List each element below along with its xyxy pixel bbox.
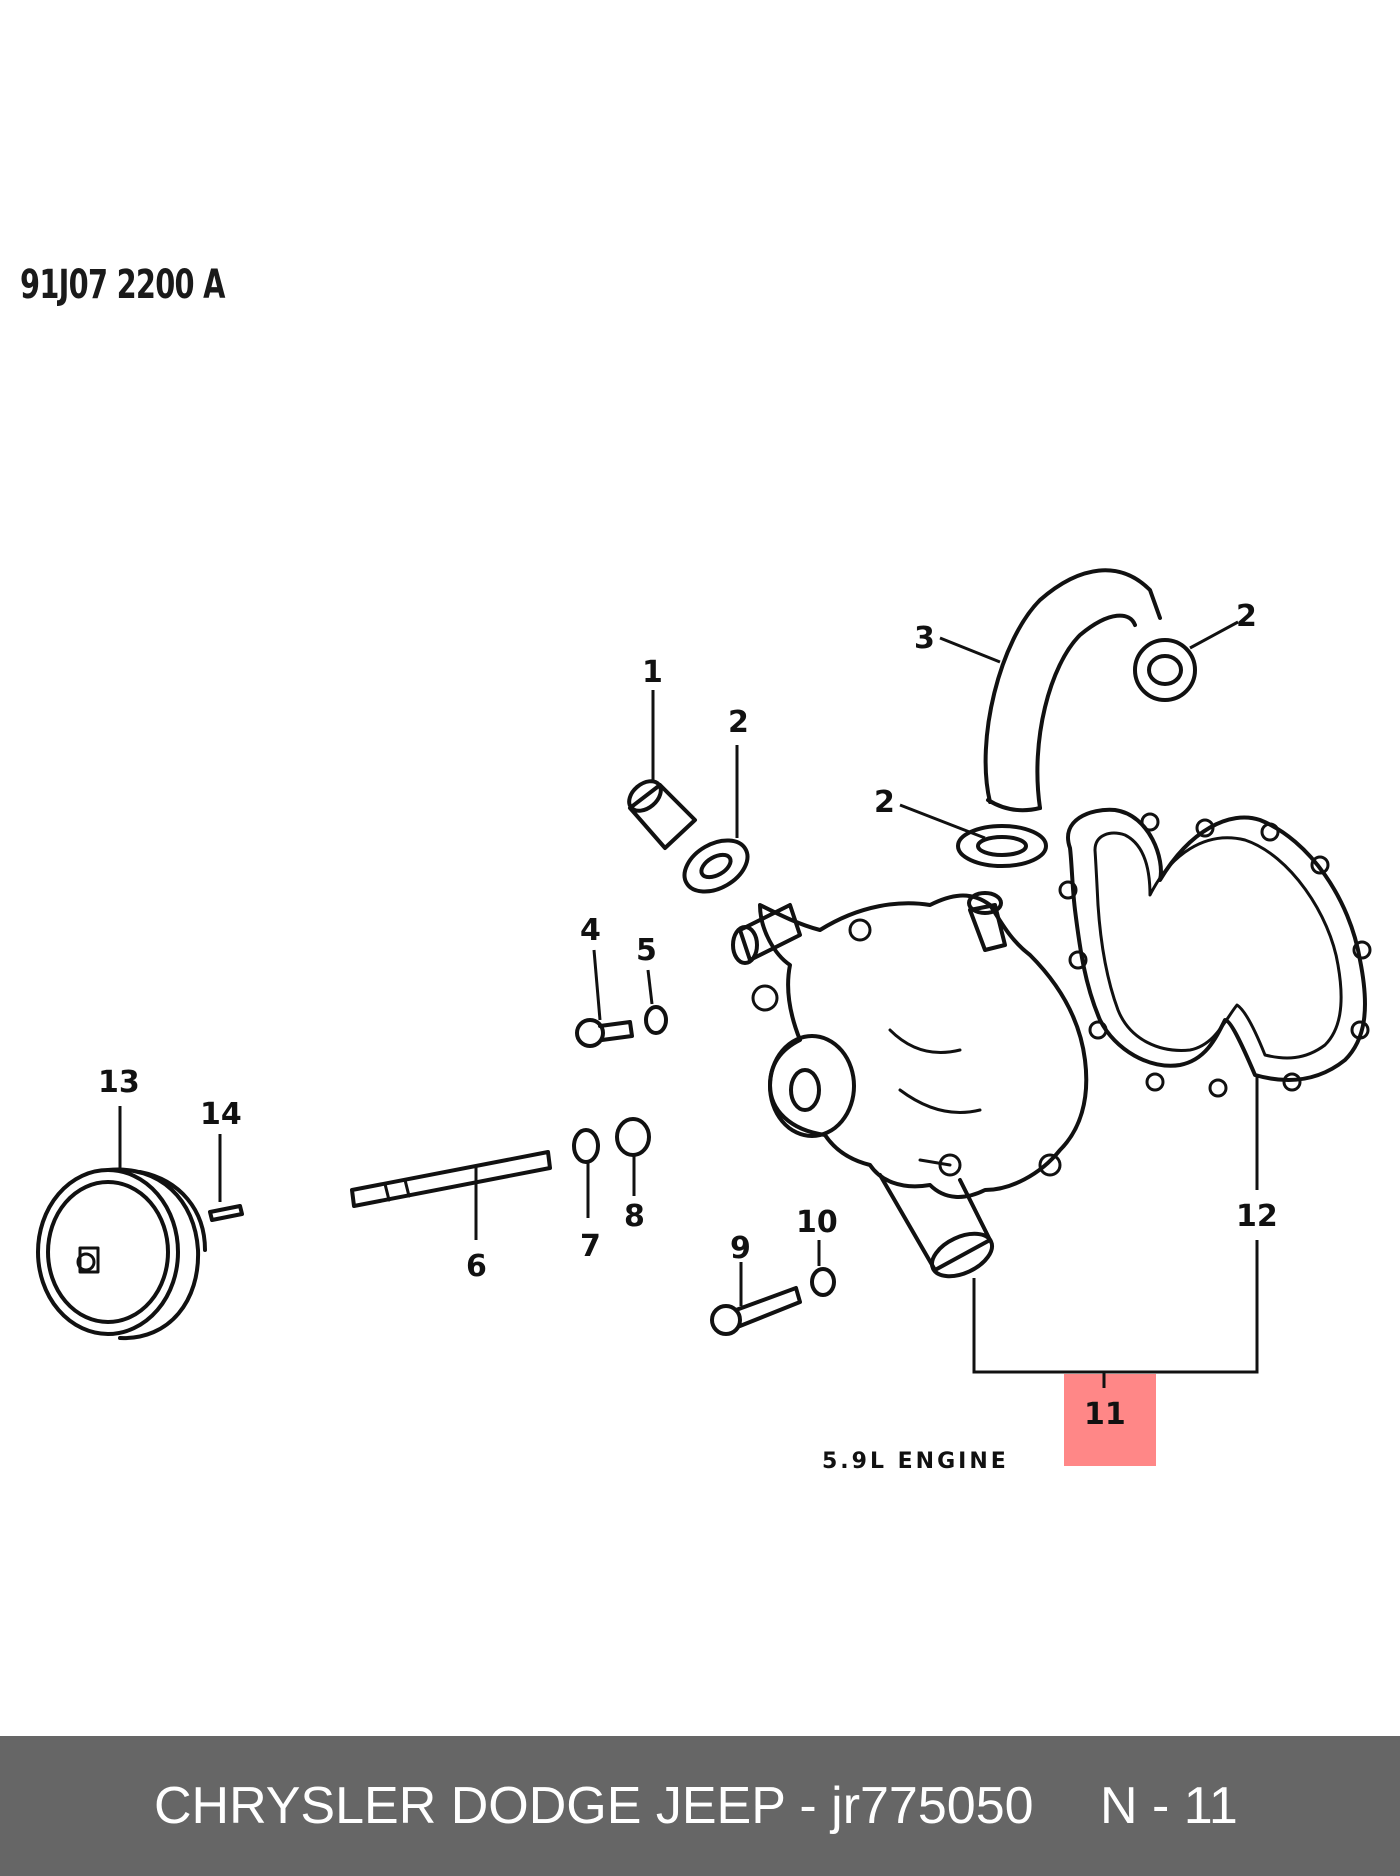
gasket-part-12 <box>1058 807 1372 1098</box>
footer-part-title: CHRYSLER DODGE JEEP - jr775050 <box>154 1777 1034 1835</box>
clamp-part-2-middle <box>956 824 1048 868</box>
washer-part-5 <box>644 1005 668 1035</box>
callout-14: 14 <box>200 1097 242 1132</box>
water-pump-part-11 <box>731 891 1089 1279</box>
callout-12: 12 <box>1236 1199 1278 1234</box>
washer-part-10 <box>810 1267 836 1297</box>
footer-callout-ref: N - 11 <box>1100 1777 1238 1835</box>
callout-9: 9 <box>730 1231 751 1266</box>
callout-5: 5 <box>636 933 657 968</box>
stud-part-6 <box>350 1150 552 1208</box>
clamp-part-2-left <box>682 838 750 894</box>
pin-part-14 <box>208 1204 244 1222</box>
callout-10: 10 <box>796 1205 838 1240</box>
callout-2-middle: 2 <box>874 785 895 820</box>
hose-part-3 <box>983 568 1162 813</box>
callout-3: 3 <box>914 621 935 656</box>
washer-part-8 <box>615 1117 651 1157</box>
washer-part-7 <box>572 1128 600 1164</box>
callout-8: 8 <box>624 1199 645 1234</box>
bolt-part-4 <box>575 1018 634 1048</box>
callout-13: 13 <box>98 1065 140 1100</box>
callout-7: 7 <box>580 1229 601 1264</box>
engine-label: 5.9L ENGINE <box>822 1449 1009 1474</box>
highlight-box-11 <box>1064 1374 1156 1466</box>
leader-lines <box>118 620 1259 1388</box>
bolt-part-9 <box>710 1286 802 1336</box>
callout-11: 11 <box>1084 1397 1126 1432</box>
callout-6: 6 <box>466 1249 487 1284</box>
footer-bar: CHRYSLER DODGE JEEP - jr775050 N - 11 <box>0 1736 1400 1876</box>
clamp-part-2-top <box>1133 638 1197 702</box>
callout-2-left: 2 <box>728 705 749 740</box>
exploded-view-drawing: 1 2 2 2 3 4 5 6 7 8 9 10 11 12 13 14 5.9… <box>36 568 1372 1474</box>
fitting-part-1 <box>627 779 697 850</box>
callout-1: 1 <box>642 655 663 690</box>
callout-2-top: 2 <box>1236 599 1257 634</box>
callout-labels: 1 2 2 2 3 4 5 6 7 8 9 10 11 12 13 14 5.9… <box>98 599 1278 1474</box>
document-code: 91J07 2200 A <box>20 262 225 308</box>
parts-diagram: 91J07 2200 A <box>20 262 1372 1474</box>
callout-4: 4 <box>580 913 601 948</box>
pulley-part-13 <box>36 1167 207 1341</box>
